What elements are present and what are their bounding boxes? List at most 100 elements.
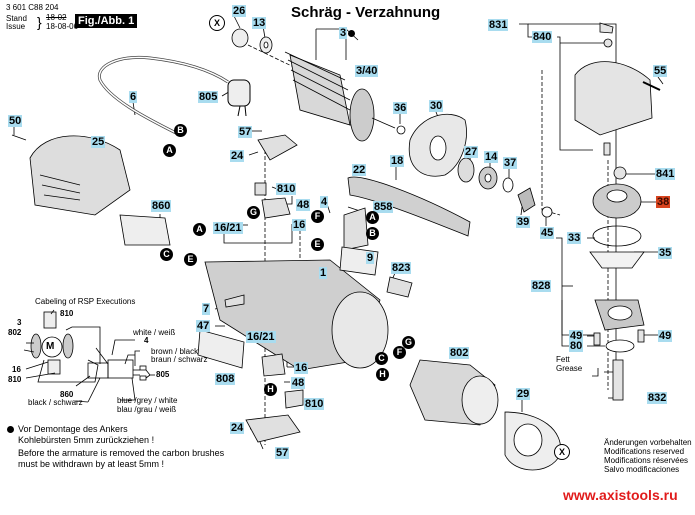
part-label-16-21[interactable]: 16/21	[213, 222, 243, 234]
wiring-title: Cabeling of RSP Executions	[35, 297, 136, 306]
motor-symbol-icon: M	[46, 341, 55, 352]
wiring-label-860: 860	[60, 390, 74, 399]
part-label-55[interactable]: 55	[653, 65, 668, 77]
part-label-7[interactable]: 7	[202, 303, 211, 315]
part-label-50[interactable]: 50	[8, 115, 23, 127]
grease-label-en: Grease	[556, 364, 583, 373]
part-label-808[interactable]: 808	[215, 373, 236, 385]
part-label-16[interactable]: 16	[292, 219, 307, 231]
part-label-3-40[interactable]: 3/40	[355, 65, 379, 77]
leader-line	[233, 15, 241, 29]
note-bullet-icon	[348, 30, 355, 37]
connector-h-rsp: H	[264, 383, 277, 396]
part-label-49-b[interactable]: 49	[658, 330, 673, 342]
part-label-802[interactable]: 802	[449, 347, 470, 359]
wiring-label-810-bottom: 810	[8, 375, 22, 384]
part-label-860[interactable]: 860	[151, 200, 172, 212]
part-label-9[interactable]: 9	[366, 252, 375, 264]
part-label-24-b[interactable]: 24	[230, 422, 245, 434]
part-label-18[interactable]: 18	[390, 155, 405, 167]
part-label-831[interactable]: 831	[488, 19, 509, 31]
part-label-841[interactable]: 841	[655, 168, 676, 180]
note-en-line1: Before the armature is removed the carbo…	[18, 448, 225, 458]
part-label-1[interactable]: 1	[319, 267, 328, 279]
part-label-48-b[interactable]: 48	[291, 377, 306, 389]
connector-e-860: E	[184, 253, 197, 266]
part-label-22[interactable]: 22	[352, 164, 367, 176]
part-label-57[interactable]: 57	[238, 126, 253, 138]
diagram-title: Schräg - Verzahnung	[291, 4, 441, 21]
wiring-label-805: 805	[156, 370, 170, 379]
disclaimer-es: Salvo modificaciones	[604, 465, 680, 474]
disclaimer-fr: Modifications réservées	[604, 456, 689, 465]
part-label-858[interactable]: 858	[373, 201, 394, 213]
part-label-823[interactable]: 823	[391, 262, 412, 274]
part-label-4[interactable]: 4	[320, 196, 329, 208]
wiring-label-16: 16	[12, 365, 21, 374]
note-de-line2: Kohlebürsten 5mm zurückziehen !	[18, 435, 155, 445]
part-label-832[interactable]: 832	[647, 392, 668, 404]
part-label-810[interactable]: 810	[276, 183, 297, 195]
part-label-47[interactable]: 47	[196, 320, 211, 332]
disclaimer-en: Modifications reserved	[604, 447, 685, 456]
connector-a-cord: A	[163, 144, 176, 157]
stand-label: Stand	[6, 14, 27, 23]
stand-value: 18-02	[46, 13, 67, 22]
part-label-25[interactable]: 25	[91, 136, 106, 148]
note-en-line2: must be withdrawn by at least 5mm !	[18, 459, 165, 469]
part-label-57-b[interactable]: 57	[275, 447, 290, 459]
part-label-27[interactable]: 27	[464, 146, 479, 158]
connector-f-field: F	[393, 346, 406, 359]
part-label-80[interactable]: 80	[569, 340, 584, 352]
wire-blue-de: blau /grau / weiß	[117, 405, 177, 414]
connector-g-field: G	[402, 336, 415, 349]
wire-black: black / schwarz	[28, 398, 83, 407]
part-label-48[interactable]: 48	[296, 199, 311, 211]
issue-value: 18-08-06	[46, 22, 79, 31]
part-label-29[interactable]: 29	[516, 388, 531, 400]
wiring-label-4: 4	[144, 336, 149, 345]
connector-b-switch: B	[366, 227, 379, 240]
wire-blue-en: blue /grey / white	[117, 396, 178, 405]
part-label-13[interactable]: 13	[252, 17, 267, 29]
connector-a-switch: A	[366, 211, 379, 224]
wire-brown-de: braun / schwarz	[151, 355, 208, 364]
note-bullet-icon	[7, 426, 14, 433]
part-number: 3 601 C88 204	[6, 3, 59, 12]
part-label-39[interactable]: 39	[516, 216, 531, 228]
wiring-label-802: 802	[8, 328, 22, 337]
connector-c-field: C	[375, 352, 388, 365]
part-label-37[interactable]: 37	[503, 157, 518, 169]
part-label-33[interactable]: 33	[567, 232, 582, 244]
grease-label-de: Fett	[556, 355, 570, 364]
connector-x-top: X	[209, 15, 225, 31]
part-label-35[interactable]: 35	[658, 247, 673, 259]
part-label-36[interactable]: 36	[393, 102, 408, 114]
part-label-16-b[interactable]: 16	[294, 362, 309, 374]
note-de-line1: Vor Demontage des Ankers	[18, 424, 128, 434]
part-label-828[interactable]: 828	[531, 280, 552, 292]
part-label-49[interactable]: 49	[569, 330, 584, 342]
part-label-840[interactable]: 840	[532, 31, 553, 43]
part-label-3[interactable]: 3	[339, 27, 348, 39]
part-label-30[interactable]: 30	[429, 100, 444, 112]
part-label-26[interactable]: 26	[232, 5, 247, 17]
connector-a-860: A	[193, 223, 206, 236]
wire-white: white / weiß	[133, 328, 176, 337]
part-label-14[interactable]: 14	[484, 151, 499, 163]
part-label-38-highlighted[interactable]: 38	[656, 196, 671, 208]
part-label-16-21-b[interactable]: 16/21	[246, 331, 276, 343]
connector-b-cord: B	[174, 124, 187, 137]
part-label-810-b[interactable]: 810	[304, 398, 325, 410]
connector-g-switch: G	[247, 206, 260, 219]
part-label-805[interactable]: 805	[198, 91, 219, 103]
connector-h-field: H	[376, 368, 389, 381]
part-label-24[interactable]: 24	[230, 150, 245, 162]
part-label-45[interactable]: 45	[540, 227, 555, 239]
watermark-link[interactable]: www.axistools.ru	[563, 487, 678, 503]
disclaimer-de: Änderungen vorbehalten	[604, 438, 692, 447]
part-label-6[interactable]: 6	[129, 91, 138, 103]
issue-label: Issue	[6, 22, 26, 31]
connector-f-switch: F	[311, 210, 324, 223]
